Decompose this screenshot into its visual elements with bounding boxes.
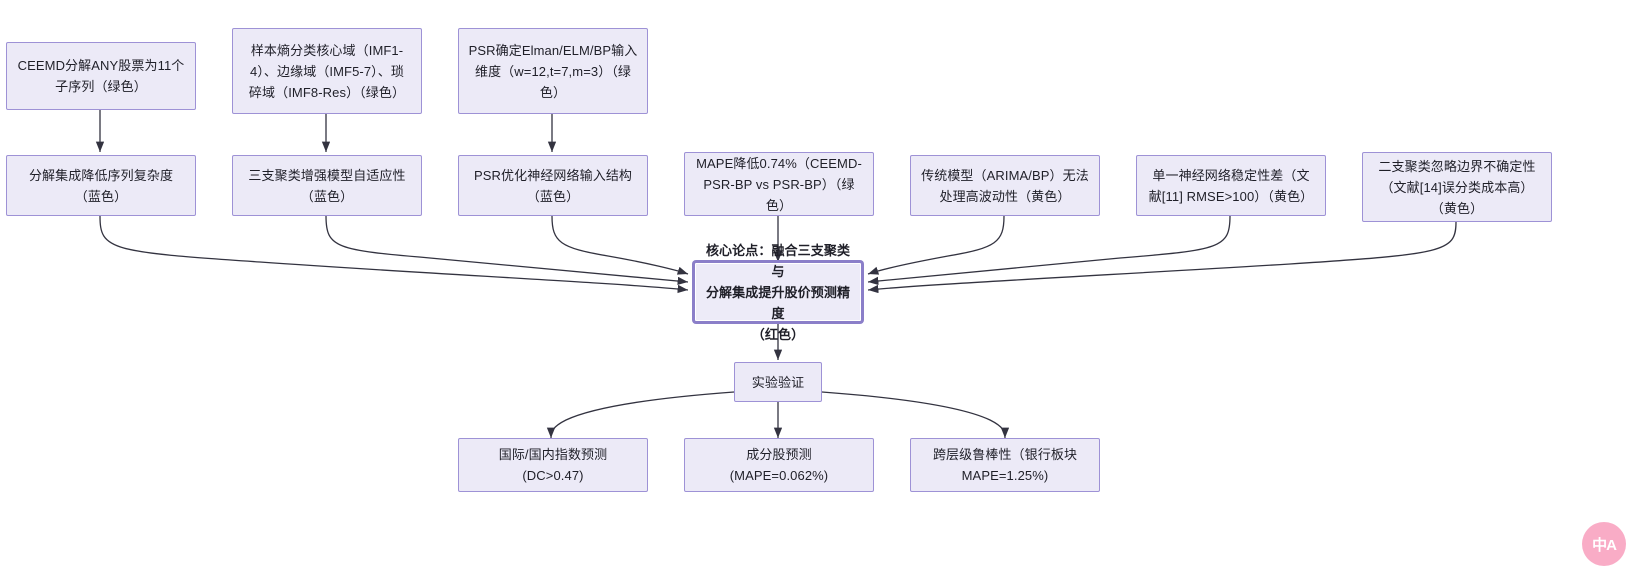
node-claim-cluster[interactable]: 三支聚类增强模型自适应性（蓝色） xyxy=(232,155,422,216)
node-label: CEEMD分解ANY股票为11个子序列（绿色） xyxy=(17,58,185,94)
node-evidence-ceemd[interactable]: CEEMD分解ANY股票为11个子序列（绿色） xyxy=(6,42,196,110)
node-claim-decomp[interactable]: 分解集成降低序列复杂度（蓝色） xyxy=(6,155,196,216)
edge-claim_cluster-core_claim xyxy=(325,215,689,286)
node-label: 核心论点：融合三支聚类与分解集成提升股价预测精度（红色） xyxy=(705,242,851,342)
node-gap-traditional[interactable]: 传统模型（ARIMA/BP）无法处理高波动性（黄色） xyxy=(910,155,1100,216)
node-label: 分解集成降低序列复杂度（蓝色） xyxy=(28,167,174,204)
node-exp-index[interactable]: 国际/国内指数预测(DC>0.47) xyxy=(458,438,648,492)
node-evidence-psr[interactable]: PSR确定Elman/ELM/BP输入维度（w=12,t=7,m=3）（绿色） xyxy=(458,28,648,114)
edge-gap_single_nn-core_claim xyxy=(867,215,1231,286)
node-claim-psr[interactable]: PSR优化神经网络输入结构（蓝色） xyxy=(458,155,648,216)
node-gap-two-way[interactable]: 二支聚类忽略边界不确定性（文献[14]误分类成本高）（黄色） xyxy=(1362,152,1552,222)
node-label: 三支聚类增强模型自适应性（蓝色） xyxy=(248,167,406,204)
node-label: 传统模型（ARIMA/BP）无法处理高波动性（黄色） xyxy=(921,167,1089,204)
node-exp-stock[interactable]: 成分股预测(MAPE=0.062%) xyxy=(684,438,874,492)
watermark-label: 中A xyxy=(1592,536,1617,554)
edge-gap_traditional-core_claim xyxy=(867,215,1005,275)
node-label: 单一神经网络稳定性差（文献[11] RMSE>100）（黄色） xyxy=(1148,167,1314,204)
node-label: 样本熵分类核心域（IMF1-4）、边缘域（IMF5-7）、琐碎域（IMF8-Re… xyxy=(248,42,406,100)
edge-gap_two_way-core_claim xyxy=(867,221,1457,294)
node-experiment[interactable]: 实验验证 xyxy=(734,362,822,402)
edge-claim_decomp-core_claim xyxy=(99,215,689,294)
edge-experiment-exp_robust xyxy=(821,391,1010,439)
node-label: 实验验证 xyxy=(751,374,805,390)
node-label: PSR优化神经网络输入结构（蓝色） xyxy=(473,167,633,204)
node-result-mape[interactable]: MAPE降低0.74%（CEEMD-PSR-BP vs PSR-BP）（绿色） xyxy=(684,152,874,216)
language-toggle-watermark-icon: 中A xyxy=(1582,522,1626,566)
node-label: MAPE降低0.74%（CEEMD-PSR-BP vs PSR-BP）（绿色） xyxy=(696,155,862,213)
node-gap-single-nn[interactable]: 单一神经网络稳定性差（文献[11] RMSE>100）（黄色） xyxy=(1136,155,1326,216)
node-label: PSR确定Elman/ELM/BP输入维度（w=12,t=7,m=3）（绿色） xyxy=(468,42,638,100)
node-evidence-entropy[interactable]: 样本熵分类核心域（IMF1-4）、边缘域（IMF5-7）、琐碎域（IMF8-Re… xyxy=(232,28,422,114)
node-core-claim[interactable]: 核心论点：融合三支聚类与分解集成提升股价预测精度（红色） xyxy=(694,243,862,342)
node-label: 成分股预测(MAPE=0.062%) xyxy=(729,447,829,483)
node-label: 二支聚类忽略边界不确定性（文献[14]误分类成本高）（黄色） xyxy=(1378,158,1536,216)
edge-experiment-exp_index xyxy=(546,391,735,439)
edge-claim_psr-core_claim xyxy=(551,215,689,275)
node-label: 国际/国内指数预测(DC>0.47) xyxy=(498,447,608,483)
